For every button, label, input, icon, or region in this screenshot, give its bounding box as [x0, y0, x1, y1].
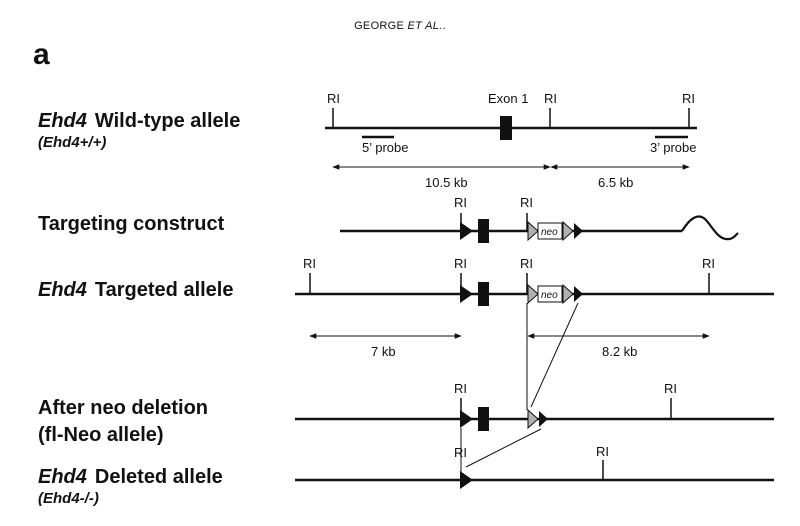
loxp-triangle [539, 411, 548, 427]
neo-deleted-label-1: After neo deletion [38, 397, 209, 419]
panel-letter: a [33, 38, 50, 71]
exon1-label: Exon 1 [488, 91, 528, 106]
wildtype-label-text: Wild-type allele [94, 110, 241, 132]
ri-label: RI [520, 195, 533, 210]
probe3-label: 3’ probe [650, 140, 697, 155]
ri-label: RI [520, 256, 533, 271]
loxp-triangle [460, 471, 473, 489]
deleted-gene: Ehd4 [38, 466, 87, 488]
wildtype-gene: Ehd4 [38, 110, 87, 132]
ri-label: RI [454, 381, 467, 396]
header-author: GEORGE [354, 20, 405, 32]
connector-line [530, 302, 579, 408]
connector-line [465, 428, 542, 468]
neo-cassette [537, 222, 563, 240]
construct-wavy-end [681, 215, 739, 241]
exon1-box [478, 282, 489, 306]
frt-triangle [527, 408, 539, 430]
loxp-triangle [460, 222, 473, 240]
wildtype-genotype: (Ehd4+/+) [38, 134, 107, 151]
targeted-gene: Ehd4 [38, 279, 87, 301]
ri-label: RI [702, 256, 715, 271]
ri-label: RI [454, 195, 467, 210]
targeted-label-text: Targeted allele [94, 279, 234, 301]
ri-label: RI [596, 444, 609, 459]
ri-label: RI [303, 256, 316, 271]
neo-label: neo [541, 290, 558, 301]
ri-label: RI [327, 91, 340, 106]
deleted-label-text: Deleted allele [94, 466, 223, 488]
loxp-triangle [574, 286, 583, 302]
frt-triangle [562, 220, 574, 242]
neo-cassette [537, 285, 563, 303]
frt-triangle [562, 283, 574, 305]
neo-deleted-label-2: (fl-Neo allele) [38, 424, 164, 446]
wildtype-label: Ehd4 Wild-type allele [38, 110, 240, 133]
size-10-5-label: 10.5 kb [425, 175, 468, 190]
frt-triangle [527, 220, 539, 242]
size-7-label: 7 kb [371, 344, 396, 359]
deleted-genotype: (Ehd4-/-) [38, 490, 99, 507]
frt-triangle [527, 283, 539, 305]
loxp-triangle [460, 410, 473, 428]
probe5-label: 5’ probe [362, 140, 409, 155]
size-8-2-label: 8.2 kb [602, 344, 637, 359]
ri-label: RI [454, 445, 467, 460]
header-etal: ET AL. [407, 20, 443, 32]
targeted-label: Ehd4 Targeted allele [38, 279, 233, 302]
exon1-box [478, 219, 489, 243]
deleted-label: Ehd4 Deleted allele [38, 466, 223, 489]
ri-label: RI [454, 256, 467, 271]
exon1-box [478, 407, 489, 431]
page-header: GEORGE ET AL.. [354, 20, 446, 32]
size-6-5-label: 6.5 kb [598, 175, 633, 190]
ri-label: RI [664, 381, 677, 396]
ri-label: RI [682, 91, 695, 106]
neo-label: neo [541, 227, 558, 238]
exon1-box [500, 116, 512, 140]
construct-label: Targeting construct [38, 213, 225, 235]
ri-label: RI [544, 91, 557, 106]
loxp-triangle [574, 223, 583, 239]
loxp-triangle [460, 285, 473, 303]
